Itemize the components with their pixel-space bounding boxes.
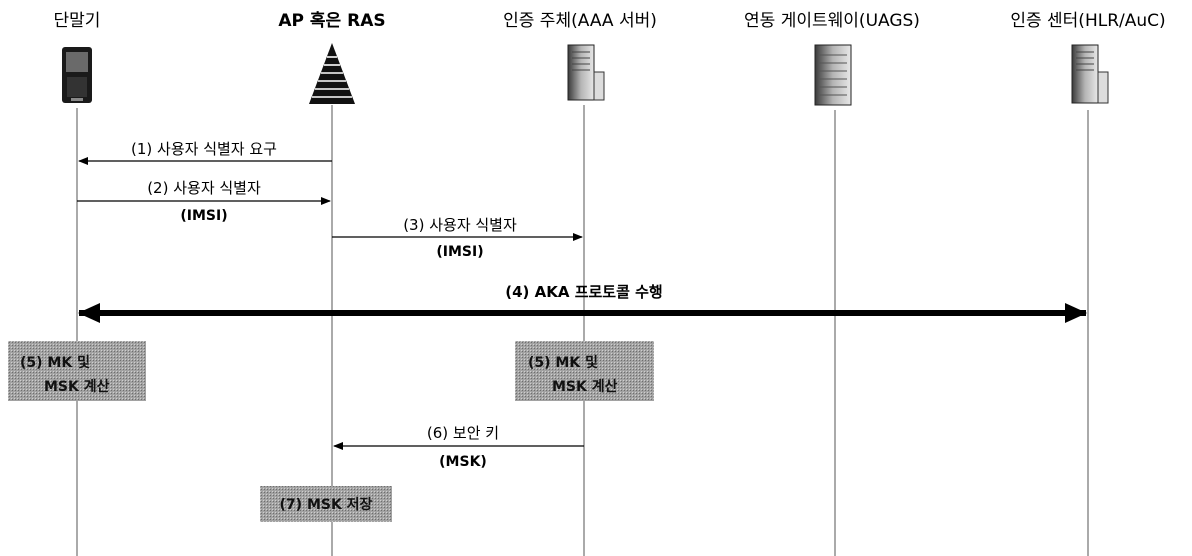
compute-box-aaa-line2: MSK 계산 [552,378,618,395]
entity-terminal-label: 단말기 [54,11,101,31]
message-3-sublabel: (IMSI) [436,244,483,260]
compute-box-aaa-line1: (5) MK 및 [528,354,598,371]
compute-box-terminal-line2: MSK 계산 [44,378,110,395]
message-6-sublabel: (MSK) [439,454,487,470]
entity-aaa-label: 인증 주체(AAA 서버) [503,11,657,31]
compute-box-aaa: (5) MK 및 MSK 계산 [515,341,654,401]
entity-hlr-label: 인증 센터(HLR/AuC) [1010,11,1165,31]
hlr-server-icon [1071,44,1109,104]
entity-ap-label: AP 혹은 RAS [278,10,385,31]
message-3-label: (3) 사용자 식별자 [403,216,517,234]
message-2-label: (2) 사용자 식별자 [147,179,261,197]
store-box-ap-label: (7) MSK 저장 [280,496,373,513]
message-4-label: (4) AKA 프로토콜 수행 [505,283,662,301]
entity-gateway-label: 연동 게이트웨이(UAGS) [744,11,920,31]
phone-icon [62,47,92,103]
message-1-label: (1) 사용자 식별자 요구 [131,140,277,158]
gateway-server-icon [814,44,852,106]
message-6-label: (6) 보안 키 [427,424,499,442]
compute-box-terminal: (5) MK 및 MSK 계산 [8,341,146,401]
message-2-sublabel: (IMSI) [180,208,227,224]
antenna-tower-icon [309,43,355,104]
aaa-server-icon [567,44,605,101]
store-box-ap: (7) MSK 저장 [260,486,392,522]
compute-box-terminal-line1: (5) MK 및 [20,354,90,371]
